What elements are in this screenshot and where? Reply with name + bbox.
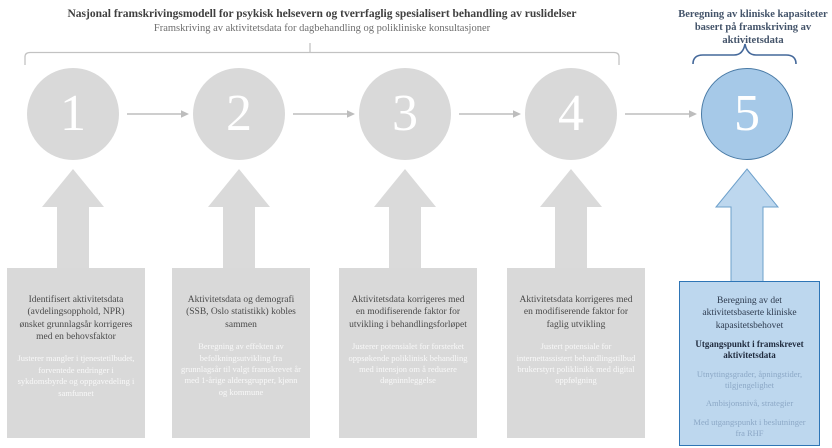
step-detail-text: Ambisjonsnivå, strategier (705, 398, 794, 409)
up-arrow-step2-icon (208, 169, 270, 269)
page-title: Nasjonal framskrivingsmodell for psykisk… (67, 8, 577, 20)
flow-arrow-3-4-icon (459, 110, 521, 118)
step-circle-5: 5 (701, 68, 793, 160)
step-box-4: Aktivitetsdata korrigeres med en modifis… (507, 268, 645, 438)
step-number: 5 (734, 85, 760, 142)
step-5-brace-icon (692, 43, 797, 65)
up-arrow-step5-icon (714, 168, 780, 283)
step-circle-4: 4 (525, 68, 617, 160)
step-number: 4 (558, 85, 584, 142)
step-box-5: Beregning av det aktivitetsbaserte klini… (679, 281, 820, 446)
flow-arrow-1-2-icon (127, 110, 189, 118)
flow-arrow-2-3-icon (293, 110, 355, 118)
step-main-text: Beregning av det aktivitetsbaserte klini… (702, 296, 797, 331)
step-detail-text: Utnyttingsgrader, åpningstider, tilgjeng… (696, 368, 803, 390)
right-section-title: Beregning av kliniske kapasiteter basert… (678, 9, 828, 47)
step-detail-text: Justerer potensialet for forsterket opps… (348, 341, 468, 386)
step-circle-1: 1 (27, 68, 119, 160)
step-detail-text: Med utgangspunkt i beslutninger fra RHF (693, 416, 806, 439)
step-detail-text: Justerer mangler i tjenestetilbudet, for… (17, 353, 135, 398)
step-detail-text: Beregning av effekten av befolkningsutvi… (181, 341, 301, 397)
step-circle-3: 3 (359, 68, 451, 160)
step-main-text: Aktivitetsdata korrigeres med en modifis… (349, 295, 467, 330)
step-box-3: Aktivitetsdata korrigeres med en modifis… (339, 268, 477, 438)
page-subtitle: Framskriving av aktivitetsdata for dagbe… (153, 23, 491, 34)
step-number: 2 (226, 85, 252, 142)
step-box-1: Identifisert aktivitetsdata (avdelingsop… (7, 268, 145, 438)
step-number: 3 (392, 85, 418, 142)
step-box-2: Aktivitetsdata og demografi (SSB, Oslo s… (172, 268, 310, 438)
step-number: 1 (60, 85, 86, 142)
up-arrow-step3-icon (374, 169, 436, 269)
step-main-text: Identifisert aktivitetsdata (avdelingsop… (19, 295, 133, 343)
step-main-text: Aktivitetsdata og demografi (SSB, Oslo s… (186, 295, 296, 330)
steps-1-4-bracket-icon (24, 51, 620, 65)
step-detail-text: Justert potensiale for internettassister… (516, 341, 636, 386)
step-main-text: Aktivitetsdata korrigeres med en modifis… (519, 295, 633, 330)
step-circle-2: 2 (193, 68, 285, 160)
step-emphasis-text: Utgangspunkt i framskrevet aktivitetsdat… (695, 339, 804, 361)
flow-arrow-4-5-icon (625, 110, 697, 118)
up-arrow-step4-icon (540, 169, 602, 269)
up-arrow-step1-icon (42, 169, 104, 269)
